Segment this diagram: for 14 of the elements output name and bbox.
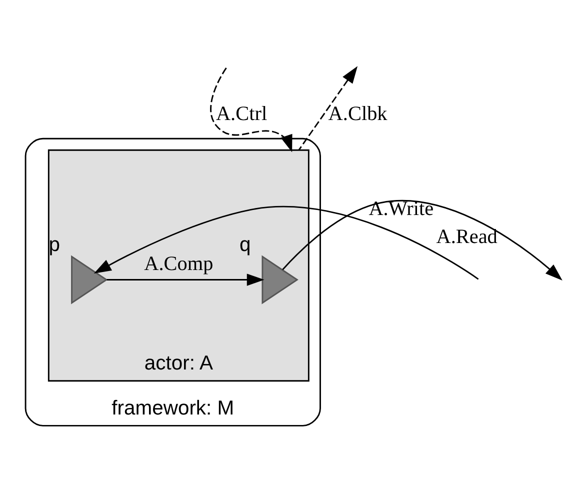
node-triangle: [71, 255, 108, 304]
node-label: p: [48, 234, 60, 256]
arrow: [282, 200, 562, 281]
node-triangle: [262, 255, 298, 304]
edge-label: A.Ctrl: [216, 103, 268, 126]
edge-label: A.Clbk: [328, 103, 388, 126]
arrow: [106, 274, 264, 286]
arrow: [94, 206, 479, 280]
edge-label: A.Read: [436, 226, 498, 248]
node-label: q: [240, 234, 251, 256]
edge-label: A.Write: [368, 198, 434, 220]
arrow: [210, 68, 292, 152]
arrow: [298, 66, 358, 151]
edge-label: A.Comp: [144, 252, 214, 275]
